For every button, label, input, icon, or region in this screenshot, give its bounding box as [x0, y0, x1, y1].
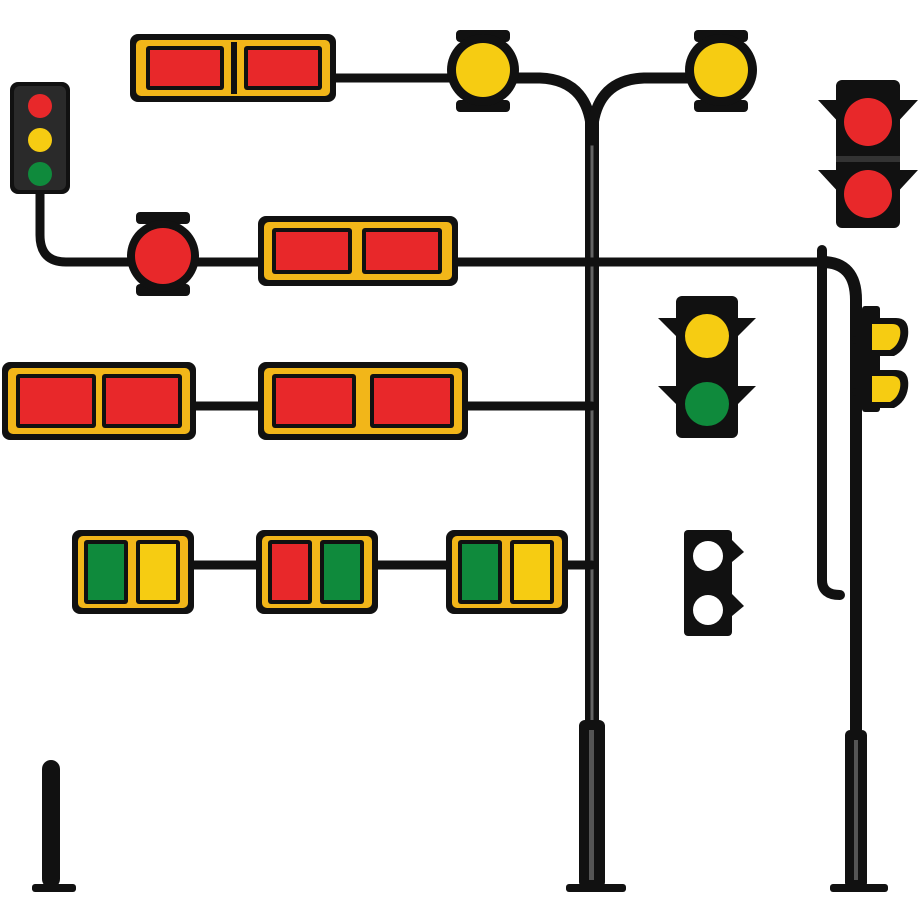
- red-lamp: [28, 94, 52, 118]
- right-pole: [816, 245, 888, 892]
- side-signal-yellow-yellow: [862, 306, 909, 412]
- main-pole: [325, 72, 726, 892]
- horizontal-signal-red-red-row3-left: [2, 362, 196, 440]
- horizontal-signal-red-red-row2: [258, 216, 458, 286]
- yellow-lamp: [28, 128, 52, 152]
- vertical-signal-red-red: [818, 80, 918, 228]
- green-lamp: [28, 162, 52, 186]
- bollard-post: [32, 760, 76, 892]
- horizontal-signal-red-red-row3-right: [258, 362, 468, 440]
- round-signal-yellow-right: [685, 30, 757, 112]
- horizontal-signal-red-red-top: [130, 34, 336, 102]
- horizontal-signal-green-yellow-right: [446, 530, 568, 614]
- pedestrian-signal-white: [684, 530, 744, 636]
- horizontal-signal-red-green-middle: [256, 530, 378, 614]
- round-signal-red: [127, 212, 199, 296]
- vertical-signal-yellow-green: [658, 296, 756, 438]
- round-signal-yellow-left: [447, 30, 519, 112]
- horizontal-signal-green-yellow-left: [72, 530, 194, 614]
- vertical-traffic-light: [10, 82, 70, 194]
